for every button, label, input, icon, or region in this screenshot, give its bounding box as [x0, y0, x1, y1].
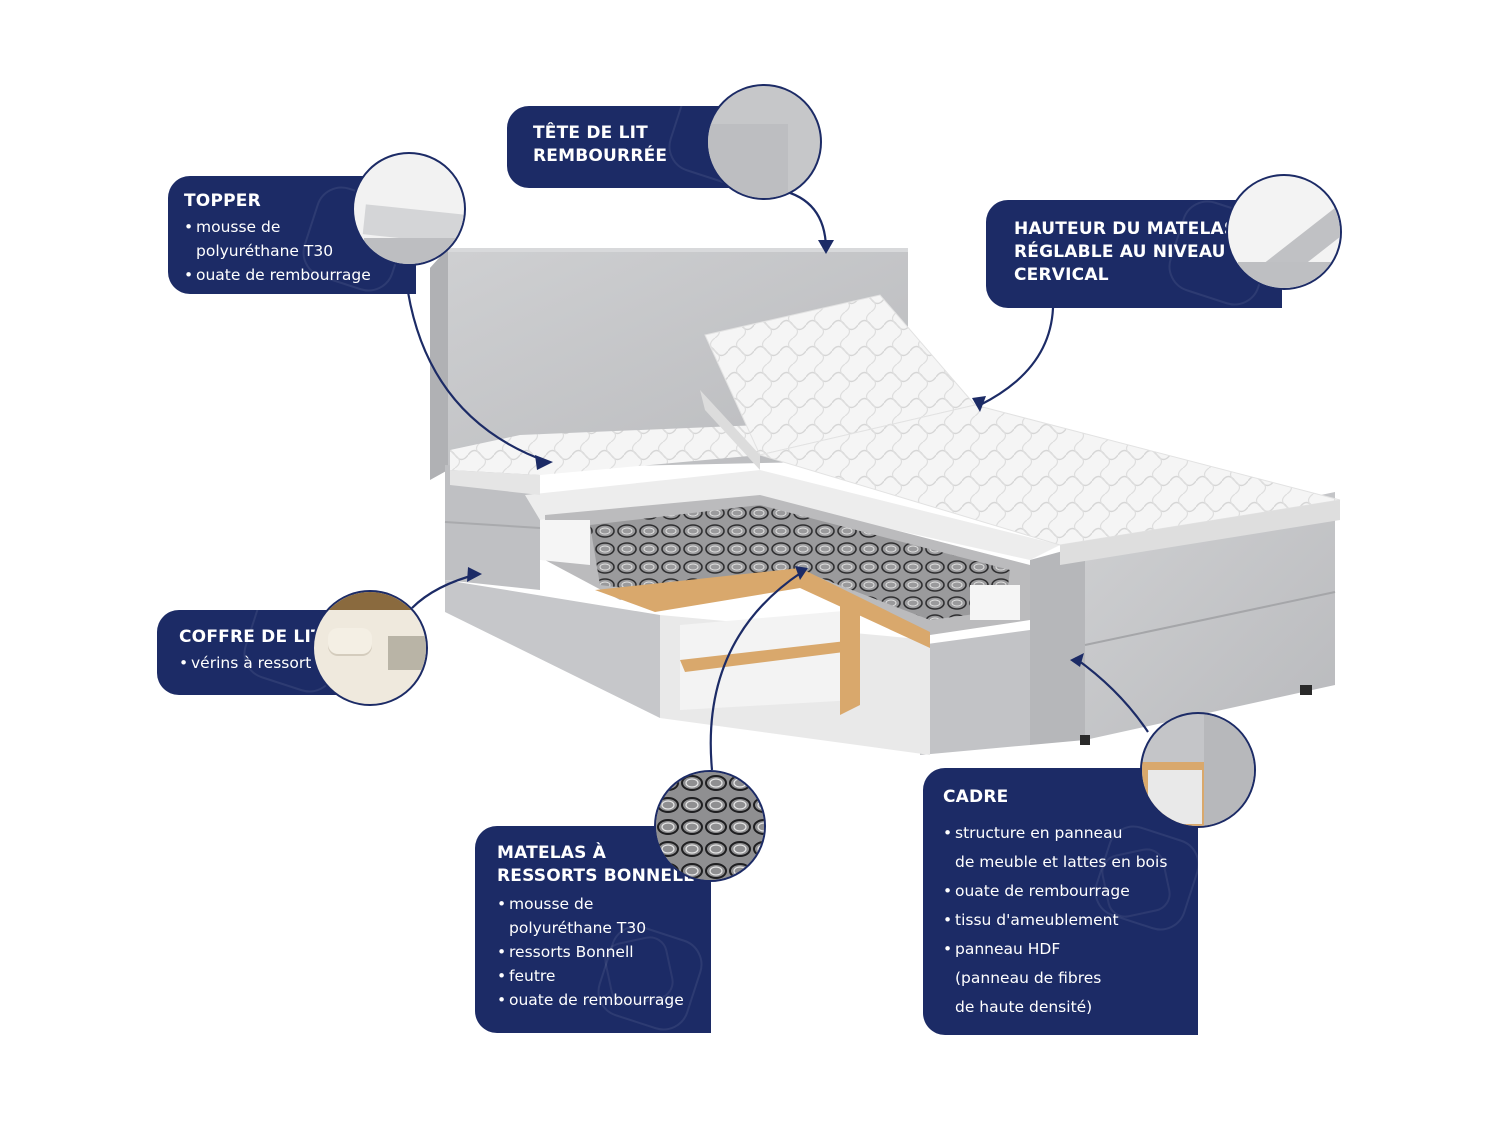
zoom-adjustable-mattress: [1226, 174, 1342, 290]
topper-flat: [450, 425, 760, 495]
callout-cadre: CADRE structure en panneau de meuble et …: [923, 768, 1198, 1035]
callout-list: mousse de polyuréthane T30 ouate de remb…: [184, 215, 416, 287]
arrow-topper: [406, 291, 549, 464]
callout-list: vérins à ressort: [179, 651, 357, 675]
list-item: mousse de: [184, 215, 416, 239]
callout-title: HAUTEUR DU MATELAS RÉGLABLE AU NIVEAU CE…: [1014, 219, 1237, 285]
callout-title: CADRE: [943, 787, 1009, 807]
list-item: de haute densité): [955, 998, 1093, 1016]
list-item: (panneau de fibres: [955, 969, 1102, 987]
callout-title: COFFRE DE LIT: [179, 627, 323, 647]
list-item: vérins à ressort: [179, 651, 357, 675]
callout-title: MATELAS À RESSORTS BONNELL: [497, 843, 695, 886]
bed-base-right: [1030, 492, 1336, 745]
zoom-headboard-fabric: [706, 84, 822, 200]
callout-list: mousse de polyuréthane T30 ressorts Bonn…: [497, 892, 711, 1012]
callout-list: structure en panneau de meuble et lattes…: [943, 819, 1198, 1022]
bed-base-front: [660, 600, 1030, 755]
zoom-storage-box: [312, 590, 428, 706]
callout-title: TÊTE DE LIT REMBOURRÉE: [533, 123, 668, 166]
list-item: feutre: [497, 964, 711, 988]
list-item: tissu d'ameublement: [943, 906, 1198, 935]
zoom-bonnell-springs: [654, 770, 766, 882]
list-item: de meuble et lattes en bois: [955, 853, 1168, 871]
list-item: polyuréthane T30: [196, 242, 334, 260]
mattress-cutaway: [525, 470, 1060, 648]
bed-base-left: [444, 465, 660, 718]
arrow-cadre: [1074, 657, 1149, 733]
mattress-raised: [700, 294, 1341, 565]
zoom-frame-corner: [1140, 712, 1256, 828]
list-item: polyuréthane T30: [509, 919, 647, 937]
list-item: ressorts Bonnell: [497, 940, 711, 964]
arrow-hauteur: [979, 307, 1055, 406]
callout-title: TOPPER: [184, 191, 261, 211]
arrow-heads: [467, 240, 1084, 667]
zoom-topper: [352, 152, 466, 266]
list-item: panneau HDF: [943, 935, 1198, 964]
list-item: ouate de rembourrage: [184, 263, 416, 287]
list-item: ouate de rembourrage: [497, 988, 711, 1012]
arrow-tete: [779, 188, 828, 249]
list-item: ouate de rembourrage: [943, 877, 1198, 906]
list-item: structure en panneau: [943, 819, 1198, 848]
arrow-matelas: [709, 571, 803, 771]
list-item: mousse de: [497, 892, 711, 916]
